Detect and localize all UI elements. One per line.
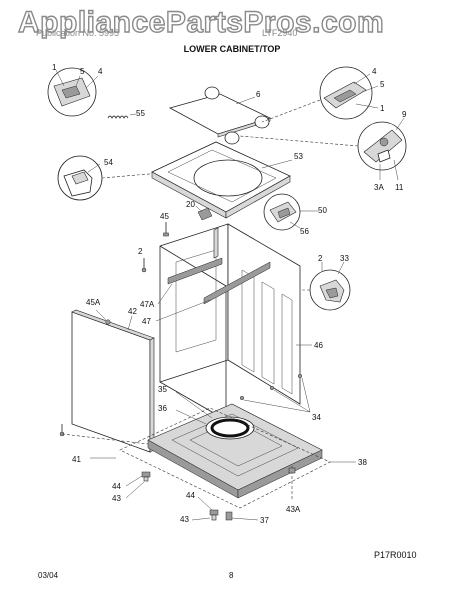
base-outline-dashed <box>119 407 356 509</box>
lid-spring <box>107 113 137 119</box>
label-20: 20 <box>186 200 195 209</box>
label-55: 55 <box>136 109 145 118</box>
hinge-detail-right <box>261 66 379 123</box>
label-47a: 47A <box>140 300 155 309</box>
page-number: 8 <box>229 571 234 580</box>
cabinet-base <box>147 391 323 499</box>
hinge-detail-left <box>47 67 99 117</box>
label-2: 2 <box>138 247 143 256</box>
label-1: 1 <box>52 63 57 72</box>
publication-date: 03/04 <box>38 571 59 580</box>
label-35: 35 <box>158 385 167 394</box>
watermark-logo: AppliancePartsPros.com <box>17 5 385 39</box>
label-33: 33 <box>340 254 349 263</box>
label-3a: 3A <box>374 183 384 192</box>
leveling-foot-center <box>191 496 219 521</box>
label-38: 38 <box>358 458 367 467</box>
lid-switch-detail <box>239 117 407 181</box>
label-43a: 43A <box>286 505 301 514</box>
label-43: 43 <box>112 494 121 503</box>
label-45a: 45A <box>86 298 101 307</box>
label-45: 45 <box>160 212 169 221</box>
label-4: 4 <box>372 67 377 76</box>
cabinet-top <box>151 141 293 219</box>
leveling-foot-left <box>125 471 151 499</box>
label-43: 43 <box>180 515 189 524</box>
label-44: 44 <box>186 491 195 500</box>
label-50: 50 <box>318 206 327 215</box>
label-46: 46 <box>314 341 323 350</box>
label-5: 5 <box>80 67 85 76</box>
screw-2-left <box>141 258 147 273</box>
foot-43a <box>288 466 296 500</box>
label-6: 6 <box>256 90 261 99</box>
publication-number: Publication No. 5995 <box>36 28 120 38</box>
label-37: 37 <box>260 516 269 525</box>
switch-bracket-detail <box>263 193 318 231</box>
bleach-dispenser-detail <box>57 155 173 201</box>
label-36: 36 <box>158 404 167 413</box>
hose-bracket-detail <box>300 261 351 311</box>
screw-41 <box>59 424 149 459</box>
label-44: 44 <box>112 482 121 491</box>
label-5: 5 <box>380 80 385 89</box>
label-53: 53 <box>294 152 303 161</box>
screws-34 <box>239 373 311 413</box>
label-2: 2 <box>318 254 323 263</box>
model-number: LTF2940 <box>262 28 298 38</box>
label-54: 54 <box>104 158 113 167</box>
foot-pad-37 <box>225 511 259 521</box>
screw-45 <box>163 222 169 237</box>
label-9: 9 <box>402 110 407 119</box>
label-1: 1 <box>380 104 385 113</box>
clip-20 <box>195 205 213 221</box>
front-panel <box>71 309 155 453</box>
section-title: LOWER CABINET/TOP <box>183 44 281 54</box>
cabinet-body <box>159 223 301 421</box>
label-11: 11 <box>395 183 404 192</box>
label-41: 41 <box>72 455 81 464</box>
label-34: 34 <box>312 413 321 422</box>
figure-code: P17R0010 <box>374 550 417 560</box>
label-47: 47 <box>142 317 151 326</box>
lid-panel <box>168 86 272 145</box>
label-4: 4 <box>98 67 103 76</box>
label-56: 56 <box>300 227 309 236</box>
label-42: 42 <box>128 307 137 316</box>
